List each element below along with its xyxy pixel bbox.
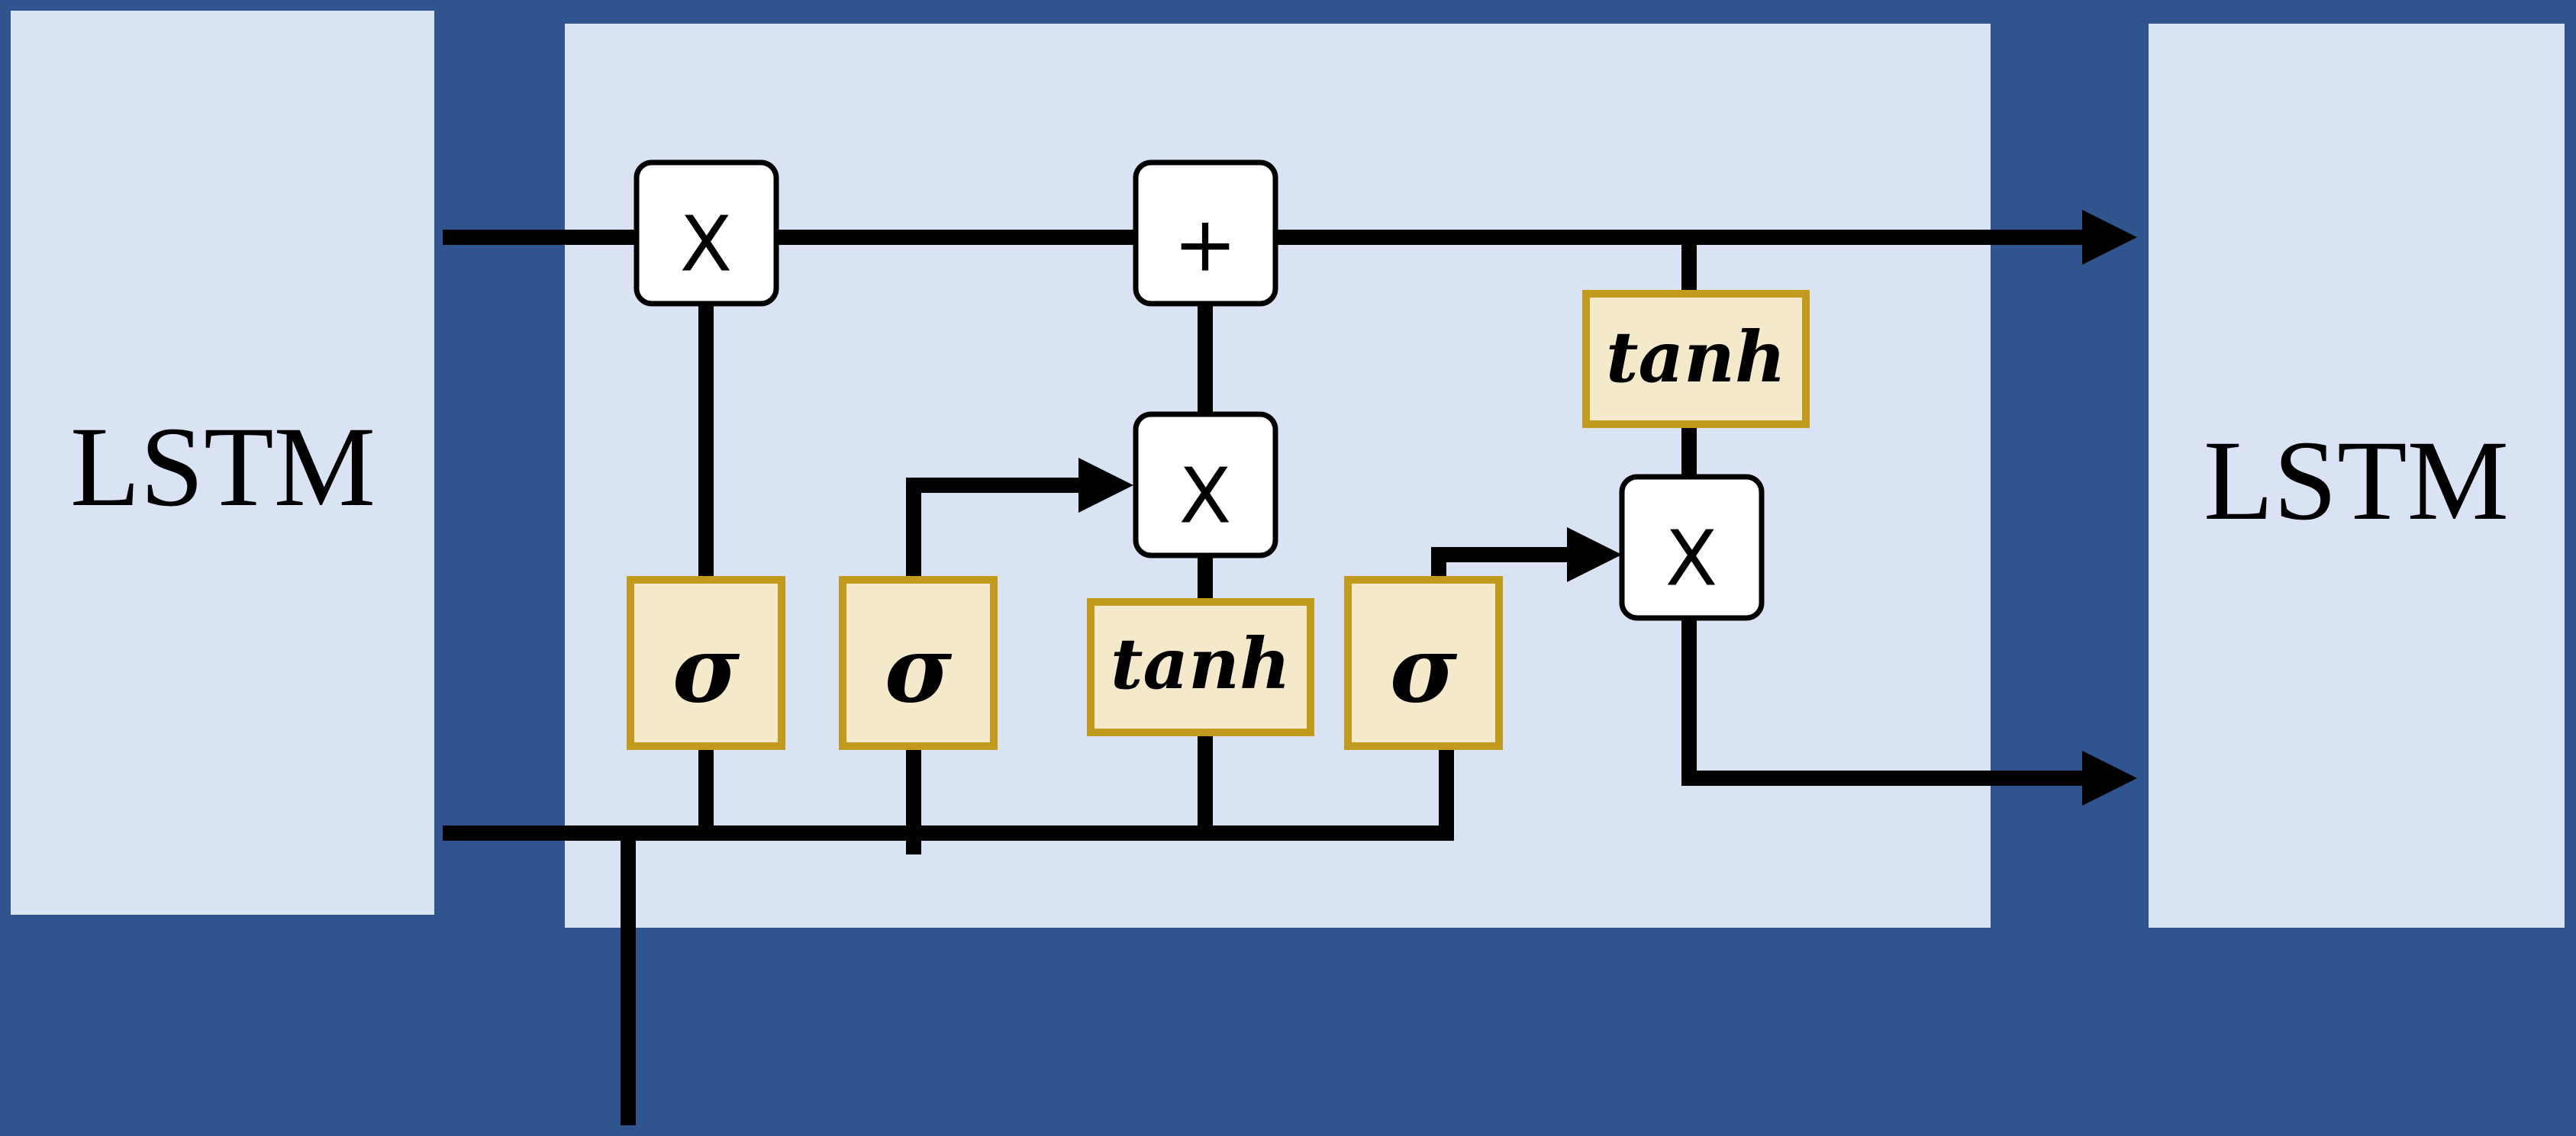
- output-gate-top-wire: [1431, 547, 1576, 576]
- hidden-state-arrowhead: [2082, 751, 2137, 806]
- candidate-tanh-box: tanh: [1087, 598, 1314, 736]
- output-multiply-arrowhead: [1567, 527, 1622, 582]
- previous-lstm-label: LSTM: [70, 404, 376, 530]
- tanh-label: tanh: [1111, 623, 1291, 705]
- cell-output-tanh-box: tanh: [1582, 290, 1810, 428]
- next-lstm-cell: [2149, 24, 2565, 928]
- input-multiply-arrowhead: [1078, 458, 1133, 513]
- next-lstm-label: LSTM: [2204, 417, 2509, 544]
- multiply-symbol: X: [1179, 452, 1232, 541]
- multiply-symbol: X: [1665, 514, 1718, 603]
- forget-multiply-node: X: [634, 159, 779, 307]
- output-multiply-node: X: [1619, 474, 1765, 621]
- sigma-symbol: σ: [885, 616, 953, 724]
- input-gate-top-wire: [906, 478, 1088, 576]
- add-symbol: +: [1173, 200, 1237, 289]
- cell-state-arrowhead: [2082, 210, 2137, 265]
- sigma-symbol: σ: [1390, 616, 1458, 724]
- cell-add-node: +: [1133, 159, 1278, 307]
- input-multiply-node: X: [1133, 411, 1278, 558]
- tanh-label: tanh: [1606, 316, 1786, 398]
- previous-lstm-cell: [11, 11, 434, 915]
- output-gate-box: σ: [1344, 576, 1503, 750]
- hidden-state-output-wire: [1681, 616, 2091, 786]
- input-gate-box: σ: [839, 576, 998, 750]
- forget-gate-box: σ: [627, 576, 785, 750]
- multiply-symbol: X: [680, 200, 733, 289]
- sigma-symbol: σ: [672, 616, 740, 724]
